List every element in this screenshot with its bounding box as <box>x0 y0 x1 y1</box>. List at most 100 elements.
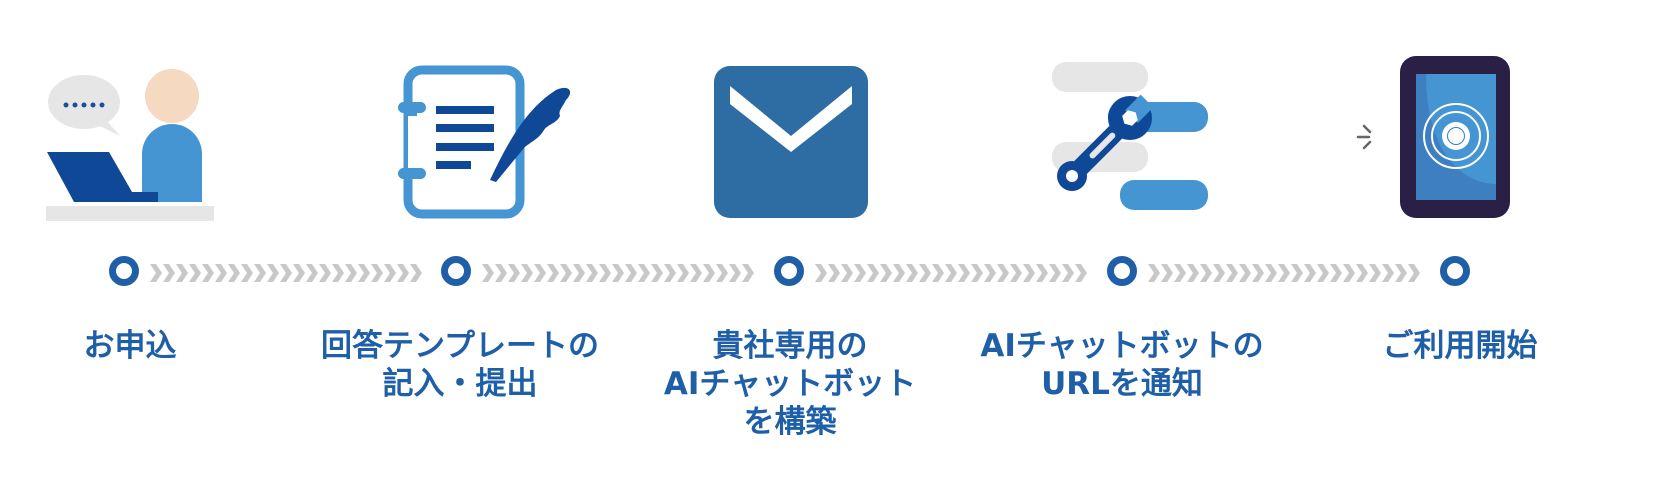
chevron-right-icon <box>215 264 227 282</box>
chevron-right-icon <box>1356 264 1368 282</box>
chevron-right-icon <box>482 264 494 282</box>
step-node-5 <box>1440 256 1470 286</box>
chevron-right-icon <box>880 264 892 282</box>
chevron-right-icon <box>1010 264 1022 282</box>
step-node-1 <box>109 256 139 286</box>
step-node-4 <box>1107 256 1137 286</box>
chevron-right-icon <box>150 264 162 282</box>
chevron-right-icon <box>547 264 559 282</box>
chevron-right-icon <box>815 264 827 282</box>
chevron-right-icon <box>1304 264 1316 282</box>
chevron-right-icon <box>599 264 611 282</box>
chevron-right-icon <box>742 264 754 282</box>
chevron-right-icon <box>1369 264 1381 282</box>
chevron-right-icon <box>306 264 318 282</box>
chevron-right-icon <box>573 264 585 282</box>
notebook-quill-icon <box>398 65 571 219</box>
chevron-right-icon <box>508 264 520 282</box>
chevron-right-icon <box>690 264 702 282</box>
chevron-right-icon <box>397 264 409 282</box>
chevron-right-icon <box>1239 264 1251 282</box>
chevron-right-icon <box>945 264 957 282</box>
progress-timeline <box>0 252 1654 292</box>
chevron-right-icon <box>1343 264 1355 282</box>
chevron-right-icon <box>1291 264 1303 282</box>
chevron-right-icon <box>1330 264 1342 282</box>
chevron-right-icon <box>1278 264 1290 282</box>
chevron-right-icon <box>319 264 331 282</box>
chevron-right-icon <box>716 264 728 282</box>
chevron-arrow-track <box>815 264 1097 282</box>
chevron-right-icon <box>495 264 507 282</box>
chevron-right-icon <box>1161 264 1173 282</box>
chevron-right-icon <box>997 264 1009 282</box>
chevron-right-icon <box>984 264 996 282</box>
chevron-right-icon <box>958 264 970 282</box>
chevron-right-icon <box>371 264 383 282</box>
chevron-right-icon <box>241 264 253 282</box>
chevron-right-icon <box>1395 264 1407 282</box>
chevron-right-icon <box>410 264 422 282</box>
chevron-right-icon <box>163 264 175 282</box>
chevron-right-icon <box>841 264 853 282</box>
chevron-right-icon <box>828 264 840 282</box>
chevron-right-icon <box>867 264 879 282</box>
chevron-right-icon <box>1075 264 1087 282</box>
chevron-right-icon <box>625 264 637 282</box>
chevron-right-icon <box>176 264 188 282</box>
chevron-right-icon <box>919 264 931 282</box>
step-label-3: 貴社専用の AIチャットボット を構築 <box>663 328 917 440</box>
wrench-settings-icon <box>1052 62 1208 210</box>
chevron-right-icon <box>358 264 370 282</box>
chevron-right-icon <box>638 264 650 282</box>
chevron-right-icon <box>521 264 533 282</box>
chevron-right-icon <box>1200 264 1212 282</box>
chevron-right-icon <box>534 264 546 282</box>
chevron-right-icon <box>932 264 944 282</box>
smartphone-tap-icon <box>1356 56 1510 218</box>
chevron-right-icon <box>280 264 292 282</box>
chevron-right-icon <box>677 264 689 282</box>
chevron-right-icon <box>1187 264 1199 282</box>
chevron-right-icon <box>586 264 598 282</box>
chevron-right-icon <box>560 264 572 282</box>
chevron-right-icon <box>1213 264 1225 282</box>
person-laptop-chat-icon <box>46 69 214 221</box>
chevron-right-icon <box>384 264 396 282</box>
chevron-arrow-track <box>482 264 764 282</box>
chevron-right-icon <box>1148 264 1160 282</box>
chevron-right-icon <box>612 264 624 282</box>
chevron-right-icon <box>906 264 918 282</box>
chevron-right-icon <box>854 264 866 282</box>
step-label-5: ご利用開始 <box>1382 328 1538 364</box>
chevron-right-icon <box>1317 264 1329 282</box>
chevron-right-icon <box>267 264 279 282</box>
chevron-right-icon <box>202 264 214 282</box>
chevron-right-icon <box>1174 264 1186 282</box>
chevron-right-icon <box>1226 264 1238 282</box>
chevron-right-icon <box>189 264 201 282</box>
chevron-right-icon <box>971 264 983 282</box>
chevron-arrow-track <box>150 264 430 282</box>
chevron-right-icon <box>1265 264 1277 282</box>
chevron-right-icon <box>228 264 240 282</box>
chevron-right-icon <box>729 264 741 282</box>
step-label-2: 回答テンプレートの 記入・提出 <box>320 328 600 402</box>
step-label-1: お申込 <box>83 328 177 364</box>
chevron-right-icon <box>1252 264 1264 282</box>
chevron-right-icon <box>1062 264 1074 282</box>
chevron-right-icon <box>703 264 715 282</box>
chevron-right-icon <box>893 264 905 282</box>
chevron-right-icon <box>1408 264 1420 282</box>
chevron-right-icon <box>254 264 266 282</box>
chevron-right-icon <box>664 264 676 282</box>
chevron-right-icon <box>1382 264 1394 282</box>
step-node-3 <box>774 256 804 286</box>
chevron-right-icon <box>651 264 663 282</box>
chevron-right-icon <box>1023 264 1035 282</box>
chevron-right-icon <box>345 264 357 282</box>
chevron-arrow-track <box>1148 264 1430 282</box>
chevron-right-icon <box>293 264 305 282</box>
envelope-icon <box>714 66 868 218</box>
chevron-right-icon <box>332 264 344 282</box>
